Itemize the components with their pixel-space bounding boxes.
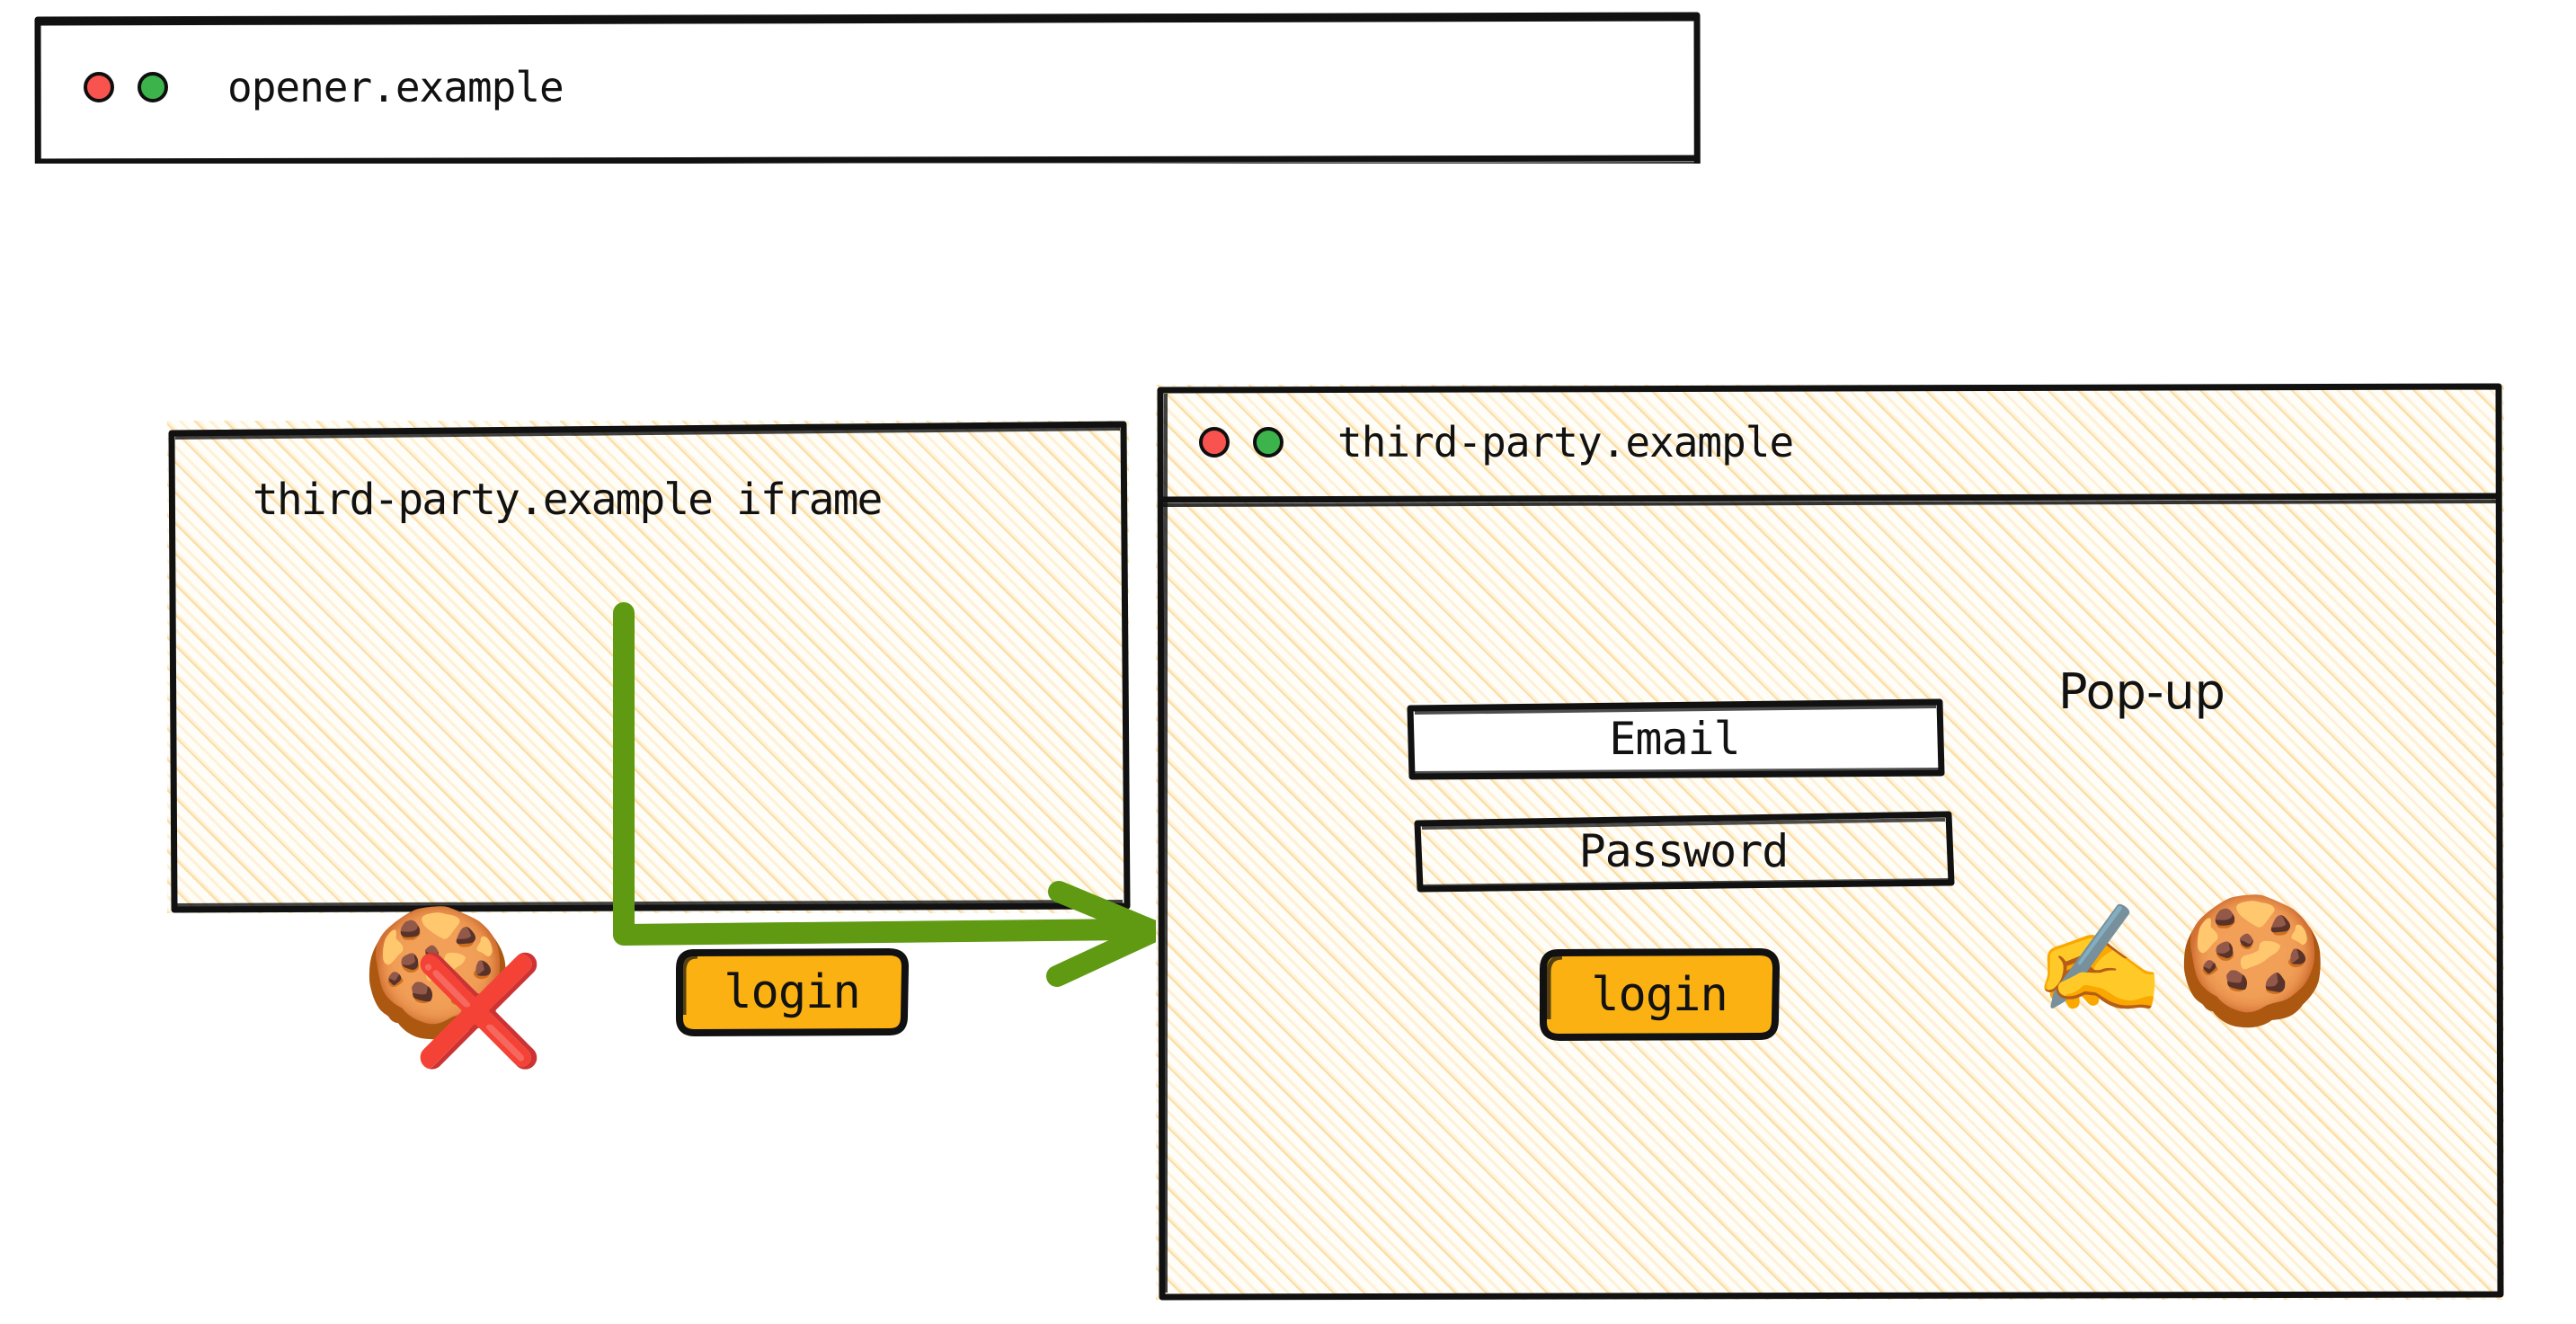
- close-button-icon[interactable]: [84, 72, 114, 102]
- cookie-icon: 🍪: [2175, 888, 2330, 1033]
- popup-titlebar: third-party.example: [1156, 385, 2504, 500]
- iframe-login-button[interactable]: login: [676, 948, 909, 1036]
- iframe-login-button-label: login: [724, 964, 861, 1019]
- close-button-icon[interactable]: [1199, 427, 1230, 458]
- blocked-cross-icon: ❌: [413, 948, 545, 1072]
- popup-window-title: third-party.example: [1337, 418, 1794, 467]
- opener-window-controls[interactable]: [84, 72, 168, 102]
- maximize-button-icon[interactable]: [138, 72, 168, 102]
- popup-login-button-label: login: [1591, 968, 1728, 1022]
- opener-window-title: opener.example: [227, 63, 564, 111]
- email-field[interactable]: Email: [1407, 698, 1945, 780]
- cookie-icon: 🍪: [360, 900, 515, 1044]
- maximize-button-icon[interactable]: [1253, 427, 1284, 458]
- third-party-iframe-panel: third-party.example iframe 🍪 ❌ login: [167, 421, 1131, 1063]
- credential-capture-indicator: ✍️ 🍪: [2033, 899, 2375, 1034]
- writing-hand-icon: ✍️: [2033, 897, 2165, 1021]
- email-field-label: Email: [1609, 713, 1741, 765]
- popup-window-controls[interactable]: [1199, 427, 1284, 458]
- popup-login-button[interactable]: login: [1540, 948, 1780, 1041]
- popup-caption: Pop-up: [2058, 663, 2225, 720]
- iframe-label: third-party.example iframe: [253, 475, 883, 525]
- opener-titlebar: opener.example: [34, 13, 1702, 162]
- password-field[interactable]: Password: [1414, 811, 1955, 893]
- blocked-cookie-indicator: 🍪 ❌: [360, 900, 545, 1072]
- password-field-label: Password: [1578, 825, 1790, 877]
